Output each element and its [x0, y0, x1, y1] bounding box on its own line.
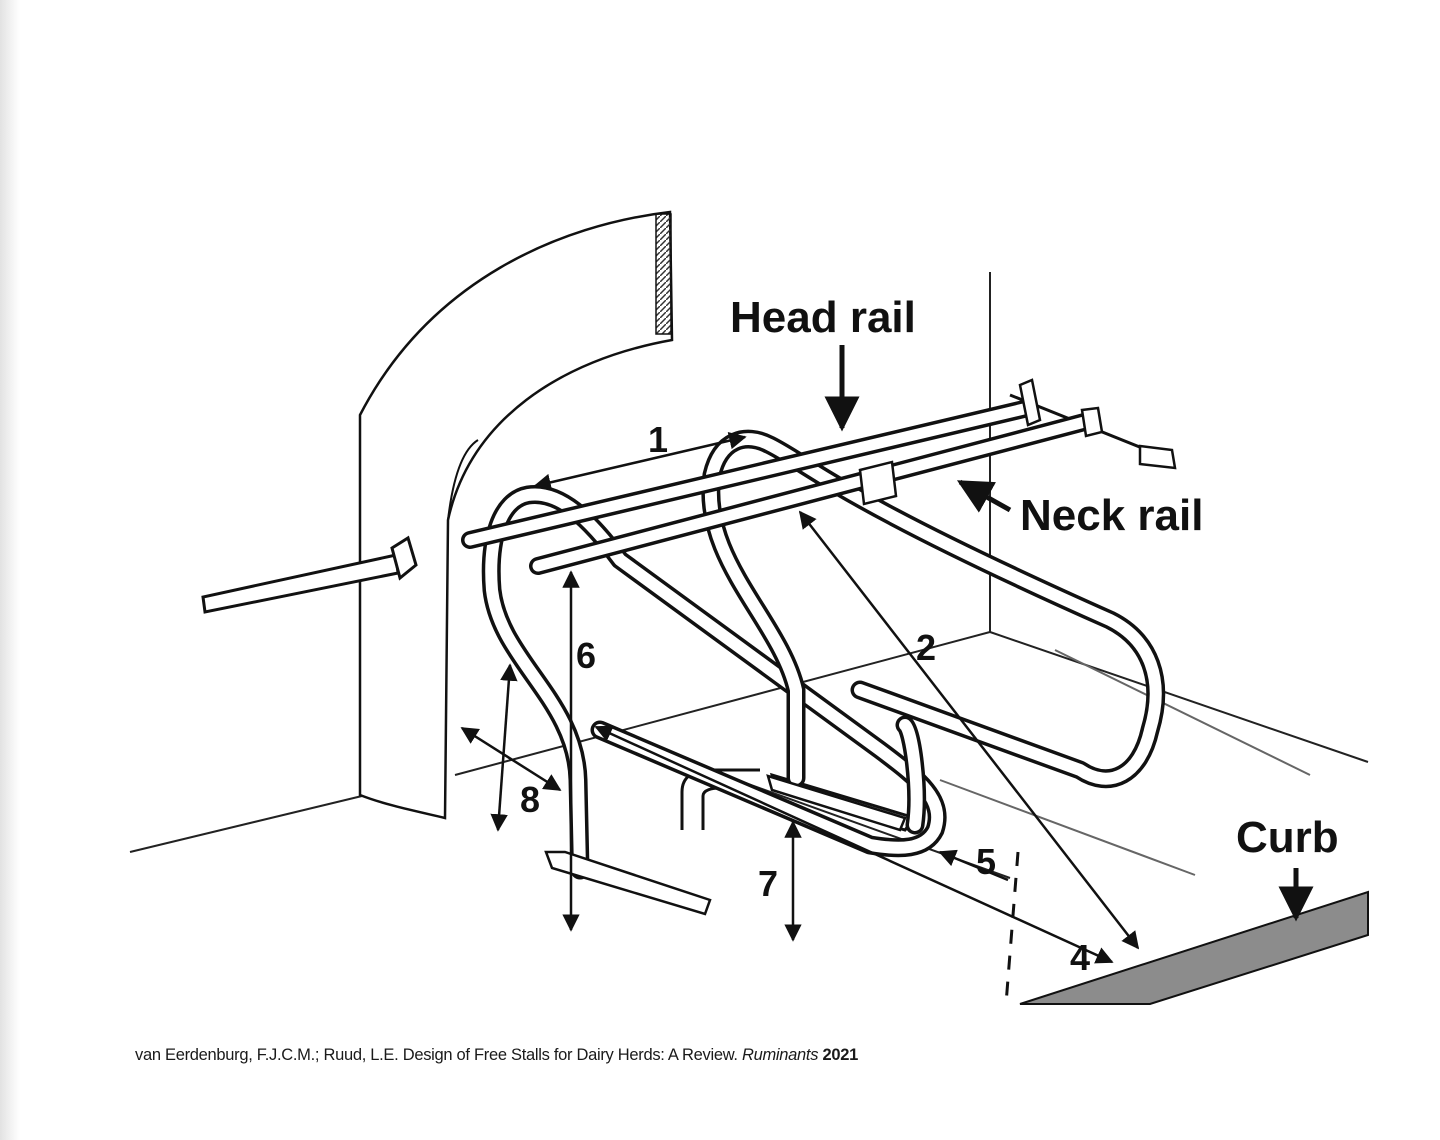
dimension-2-label: 2 — [916, 627, 936, 668]
head-rail-label: Head rail — [730, 293, 916, 342]
wall-rod — [201, 535, 418, 614]
reference-dashed-line — [1004, 851, 1020, 1005]
partition-wall — [358, 210, 674, 820]
dimension-5-label: 5 — [976, 841, 996, 882]
dimension-8-horizontal-arrow — [460, 726, 562, 792]
neck-rail-bar — [529, 378, 1177, 575]
dimension-4-label: 4 — [1070, 937, 1090, 978]
callout-arrows — [824, 345, 1314, 922]
dimension-5-arrow — [938, 849, 1009, 882]
neck-rail-label: Neck rail — [1020, 491, 1203, 540]
dimension-4-arrow — [594, 725, 1114, 964]
dimension-1-label: 1 — [648, 419, 668, 460]
dimension-8-vertical-arrow — [490, 663, 518, 832]
dimension-8-label: 8 — [520, 779, 540, 820]
citation-journal: Ruminants — [741, 1046, 819, 1064]
citation-text: van Eerdenburg, F.J.C.M.; Ruud, L.E. Des… — [135, 1046, 738, 1064]
citation: van Eerdenburg, F.J.C.M.; Ruud, L.E. Des… — [135, 1046, 858, 1065]
dimension-6-label: 6 — [576, 635, 596, 676]
page-edge-shadow — [0, 0, 20, 1140]
citation-year: 2021 — [822, 1046, 858, 1064]
dimension-1-arrow — [533, 432, 747, 491]
neck-rail-pointer — [956, 479, 1012, 513]
curb-label: Curb — [1236, 813, 1339, 862]
dimension-arrows — [460, 432, 1140, 964]
dimension-7-label: 7 — [758, 863, 778, 904]
